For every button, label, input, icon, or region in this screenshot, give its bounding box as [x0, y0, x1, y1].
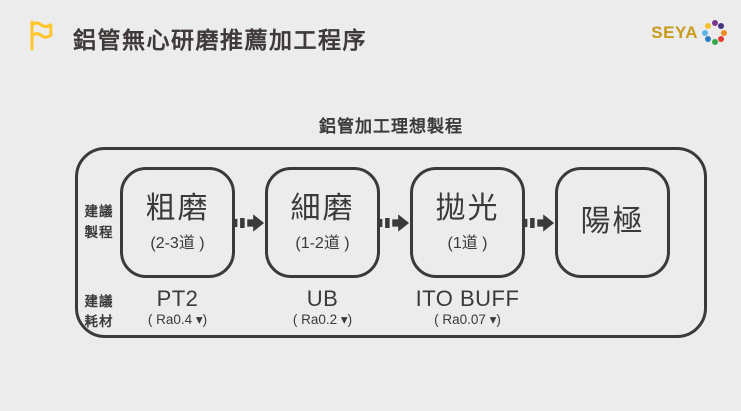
flow-arrow [380, 167, 410, 278]
step-name: 細磨 [290, 191, 355, 225]
step-passes: (1道 ) [447, 235, 488, 253]
roughness-value: ( Ra0.4 ▾) [147, 312, 208, 328]
step-name: 粗磨 [145, 191, 210, 225]
step-name: 拋光 [435, 191, 500, 225]
consumable-none [555, 278, 670, 333]
color-wheel-icon [701, 19, 728, 46]
seya-logo: SEYA [651, 19, 728, 46]
step-passes: (2-3道 ) [150, 235, 205, 253]
spacer [525, 278, 555, 333]
step-passes: (1-2道 ) [295, 235, 350, 253]
process-grid: 建議 製程 粗磨 (2-3道 ) 細磨 (1-2道 ) [78, 150, 704, 333]
diagram-title: 鋁管加工理想製程 [319, 117, 463, 136]
flag-icon [30, 20, 53, 51]
seya-logo-text: SEYA [651, 22, 698, 42]
arrow-right-icon [235, 213, 265, 232]
consumable-name: ITO BUFF [415, 286, 520, 311]
step-box-anodizing: 陽極 [555, 167, 670, 278]
spacer [380, 278, 410, 333]
consumable-ub: UB ( Ra0.2 ▾) [265, 278, 380, 333]
step-box-polishing: 拋光 (1道 ) [410, 167, 525, 278]
step-name: 陽極 [580, 205, 645, 239]
consumable-pt2: PT2 ( Ra0.4 ▾) [120, 278, 235, 333]
flow-arrow [525, 167, 555, 278]
spacer [235, 278, 265, 333]
process-container: 建議 製程 粗磨 (2-3道 ) 細磨 (1-2道 ) [75, 147, 707, 338]
flow-arrow [235, 167, 265, 278]
arrow-right-icon [525, 213, 555, 232]
row-label-process: 建議 製程 [84, 204, 114, 240]
roughness-value: ( Ra0.2 ▾) [292, 312, 353, 328]
consumable-name: PT2 [156, 286, 199, 311]
arrow-right-icon [380, 213, 410, 232]
consumable-name: UB [306, 286, 339, 311]
row-label-consumable: 建議 耗材 [84, 294, 114, 330]
roughness-value: ( Ra0.07 ▾) [434, 312, 501, 328]
consumable-ito-buff: ITO BUFF ( Ra0.07 ▾) [410, 278, 525, 333]
step-box-rough-grinding: 粗磨 (2-3道 ) [120, 167, 235, 278]
step-box-fine-grinding: 細磨 (1-2道 ) [265, 167, 380, 278]
page-title: 鋁管無心研磨推薦加工程序 [73, 27, 367, 53]
